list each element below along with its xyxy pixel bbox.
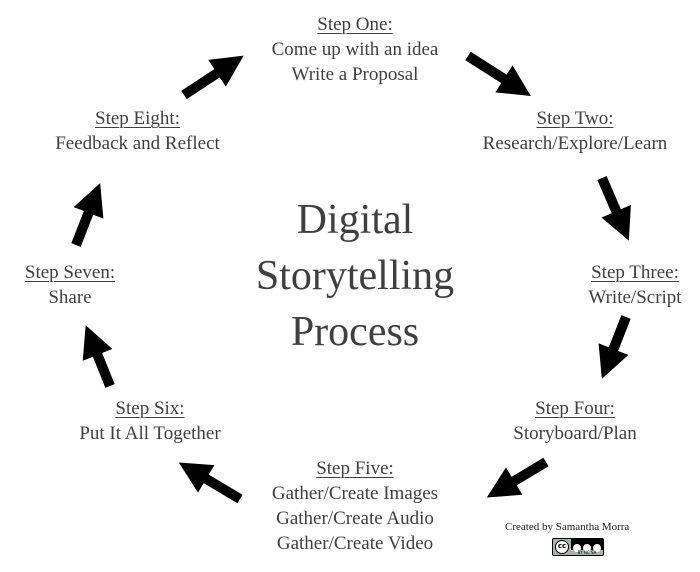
step-two-line-1: Research/Explore/Learn — [482, 133, 668, 154]
step-five-title: Step Five: — [316, 458, 394, 479]
creative-commons-badge: cc BY NC SA — [552, 538, 604, 556]
step-three-title: Step Three: — [591, 262, 679, 283]
step-five-line-3: Gather/Create Video — [276, 533, 434, 554]
diagram-title: Digital Storytelling Process — [230, 192, 480, 360]
arrow-step4-to-step5 — [486, 457, 549, 498]
step-three-line-1: Write/Script — [588, 287, 682, 308]
step-seven-line-1: Share — [48, 287, 92, 308]
arrow-step7-to-step8 — [71, 183, 104, 247]
step-seven: Step Seven: Share — [10, 260, 130, 310]
arrow-step1-to-step2 — [465, 51, 531, 97]
step-two-title: Step Two: — [536, 108, 614, 129]
by-icon — [573, 544, 581, 552]
step-five: Step Five: Gather/Create Images Gather/C… — [250, 456, 460, 556]
arrow-step5-to-step6 — [178, 462, 243, 504]
license-icons — [571, 539, 603, 552]
title-line-3: Process — [290, 309, 420, 355]
step-eight-line-1: Feedback and Reflect — [55, 133, 220, 154]
title-line-2: Storytelling — [255, 253, 455, 299]
step-six-title: Step Six: — [115, 398, 185, 419]
arrow-step2-to-step3 — [597, 176, 631, 241]
arrow-step6-to-step7 — [82, 325, 115, 388]
step-eight-title: Step Eight: — [95, 108, 180, 129]
step-five-line-1: Gather/Create Images — [271, 483, 439, 504]
step-one-line-1: Come up with an idea — [271, 39, 439, 60]
step-five-line-2: Gather/Create Audio — [276, 508, 434, 529]
step-six-line-1: Put It All Together — [79, 423, 221, 444]
step-eight: Step Eight: Feedback and Reflect — [35, 106, 240, 156]
license-terms: BY NC SA — [577, 550, 597, 555]
cc-logo-icon: cc — [555, 540, 569, 554]
step-one: Step One: Come up with an idea Write a P… — [255, 12, 455, 87]
step-two: Step Two: Research/Explore/Learn — [460, 106, 690, 156]
step-four: Step Four: Storyboard/Plan — [495, 396, 655, 446]
step-three: Step Three: Write/Script — [570, 260, 700, 310]
step-six: Step Six: Put It All Together — [50, 396, 250, 446]
step-one-title: Step One: — [317, 14, 393, 35]
step-four-title: Step Four: — [535, 398, 615, 419]
nc-icon — [583, 544, 591, 552]
step-one-line-2: Write a Proposal — [291, 64, 419, 85]
step-four-line-1: Storyboard/Plan — [513, 423, 637, 444]
arrow-step8-to-step1 — [181, 55, 244, 100]
sa-icon — [593, 544, 601, 552]
title-line-1: Digital — [296, 197, 414, 243]
step-seven-title: Step Seven: — [24, 262, 116, 283]
credit-text: Created by Samantha Morra — [505, 521, 630, 533]
arrow-step3-to-step4 — [598, 315, 631, 379]
